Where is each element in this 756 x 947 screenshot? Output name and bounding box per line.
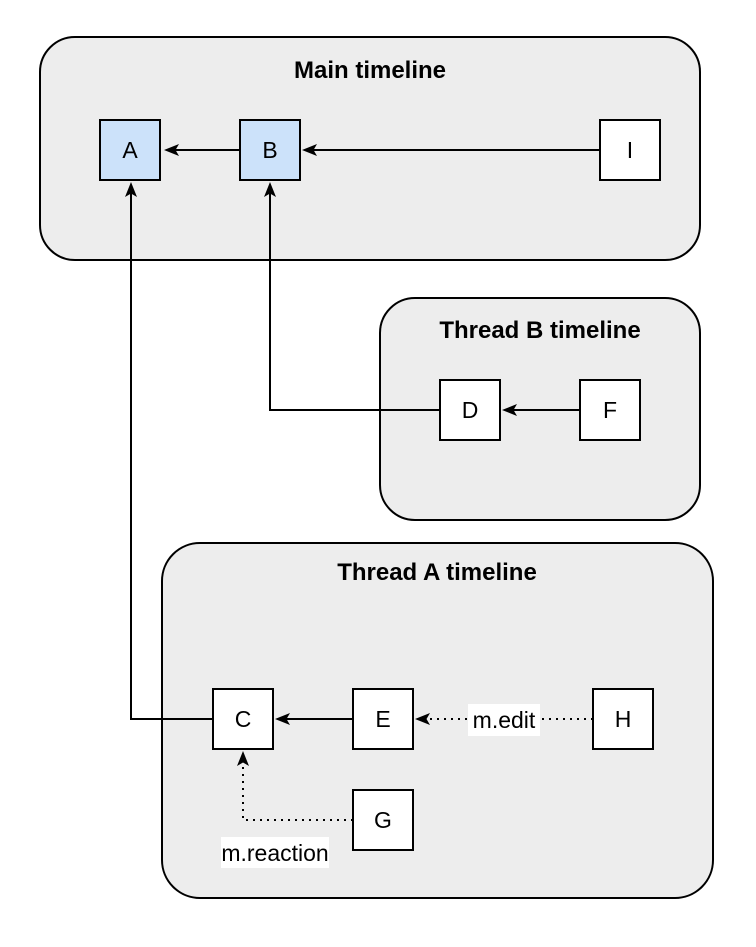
node-D-box (439, 379, 501, 441)
edge-G-to-C: m.reaction (221, 751, 353, 868)
node-H-label: H (615, 706, 632, 732)
node-F-label: F (603, 397, 617, 423)
edge-H-to-E-arrowhead (415, 713, 430, 725)
node-C: C (212, 688, 274, 750)
edge-F-to-D (502, 404, 580, 416)
edge-I-to-B-arrowhead (302, 144, 317, 156)
edge-G-to-C-line (242, 762, 353, 821)
node-D: D (439, 379, 501, 441)
node-E-box (352, 688, 414, 750)
node-I-label: I (627, 137, 633, 163)
node-G-box (352, 789, 414, 851)
node-B-box (239, 119, 301, 181)
node-A-label: A (122, 137, 138, 163)
node-C-box (212, 688, 274, 750)
edge-G-to-C-arrowhead (237, 751, 249, 766)
node-F-box (579, 379, 641, 441)
node-I-box (599, 119, 661, 181)
node-H-box (592, 688, 654, 750)
edge-C-to-A-arrowhead (125, 182, 137, 197)
edge-I-to-B (302, 144, 600, 156)
edge-D-to-B-line (269, 193, 440, 411)
node-I: I (599, 119, 661, 181)
node-D-label: D (462, 397, 479, 423)
node-A: A (99, 119, 161, 181)
container-title-main-timeline: Main timeline (294, 57, 446, 84)
edge-C-to-A (125, 182, 213, 720)
node-E-label: E (375, 706, 390, 732)
edge-B-to-A (164, 144, 240, 156)
node-G: G (352, 789, 414, 851)
node-B-label: B (262, 137, 277, 163)
edge-C-to-A-line (130, 193, 213, 720)
node-E: E (352, 688, 414, 750)
node-C-label: C (235, 706, 252, 732)
container-title-thread-b-timeline: Thread B timeline (439, 317, 640, 344)
edge-label-m-edit-background (468, 704, 540, 736)
edge-H-to-E: m.edit (415, 704, 593, 736)
node-B: B (239, 119, 301, 181)
edge-B-to-A-arrowhead (164, 144, 179, 156)
edge-E-to-C-arrowhead (275, 713, 290, 725)
edge-D-to-B (264, 182, 440, 411)
node-H: H (592, 688, 654, 750)
edge-label-m-reaction-background (221, 837, 329, 868)
container-title-thread-a-timeline: Thread A timeline (337, 559, 537, 586)
edge-label-m-edit: m.edit (473, 707, 536, 733)
node-A-box (99, 119, 161, 181)
container-main-timeline (39, 36, 701, 261)
edge-F-to-D-arrowhead (502, 404, 517, 416)
edge-label-m-reaction: m.reaction (221, 840, 328, 866)
edge-D-to-B-arrowhead (264, 182, 276, 197)
container-thread-a-timeline (161, 542, 714, 899)
edge-E-to-C (275, 713, 353, 725)
node-G-label: G (374, 807, 392, 833)
node-F: F (579, 379, 641, 441)
